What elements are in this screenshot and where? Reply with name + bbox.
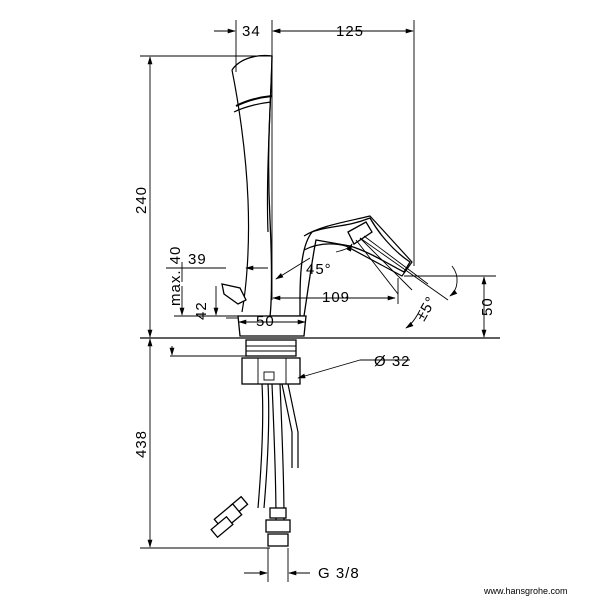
dim-125: 125 bbox=[336, 23, 364, 40]
threaded-shank bbox=[245, 339, 297, 357]
dimension-labels: 34 125 240 max. 40 39 42 45° 109 50 ±5° … bbox=[133, 23, 568, 596]
dim-45-deg: 45° bbox=[306, 261, 332, 278]
hose-left bbox=[257, 383, 264, 509]
lever bbox=[221, 283, 247, 305]
dim-diameter-32: Ø 32 bbox=[374, 353, 411, 370]
dim-34: 34 bbox=[242, 23, 261, 40]
dim-42: 42 bbox=[193, 301, 210, 320]
dimension-lines bbox=[140, 20, 496, 582]
dim-50-outlet: 50 bbox=[479, 297, 496, 316]
hose-tail bbox=[281, 383, 299, 468]
hose-right bbox=[271, 383, 277, 521]
dim-240: 240 bbox=[133, 186, 150, 214]
column-rear-edge bbox=[231, 69, 250, 313]
dim-50-base: 50 bbox=[256, 313, 275, 330]
dim-max-40: max. 40 bbox=[167, 246, 184, 306]
hose-connector-left bbox=[210, 495, 249, 539]
hansgrohe-credit: www.hansgrohe.com bbox=[483, 586, 568, 596]
column-front-edge bbox=[266, 55, 273, 233]
dim-438: 438 bbox=[133, 430, 150, 458]
spout-aerator bbox=[347, 221, 373, 245]
mounting-nut bbox=[241, 357, 301, 385]
dim-39: 39 bbox=[188, 251, 207, 268]
dim-g-3-8: G 3/8 bbox=[318, 565, 360, 582]
dim-plus-minus-5: ±5° bbox=[413, 293, 441, 324]
spout-outline bbox=[303, 215, 413, 277]
top-band bbox=[235, 95, 273, 107]
dim-109: 109 bbox=[322, 289, 350, 306]
mounting-assembly bbox=[140, 337, 500, 547]
hose-connector-right bbox=[265, 507, 291, 547]
